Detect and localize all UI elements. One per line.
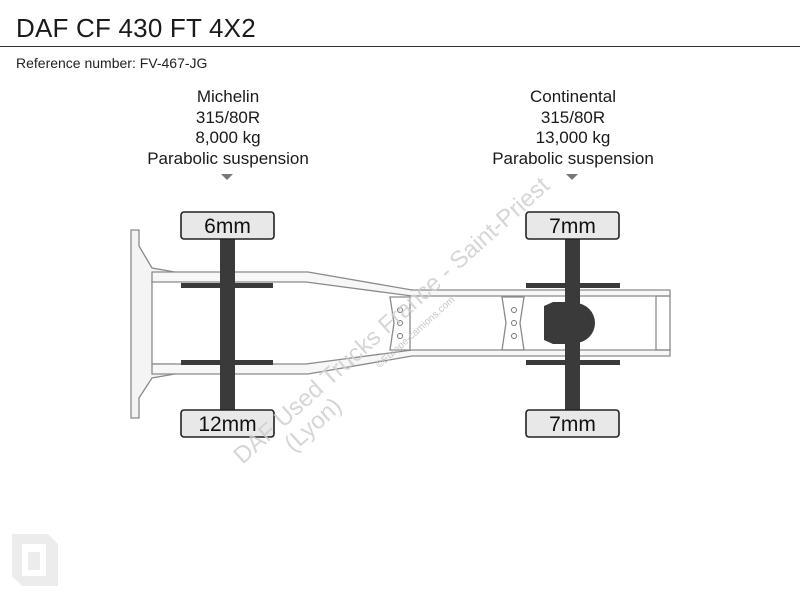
front-spring-bottom: [181, 360, 273, 365]
front-spring-top: [181, 283, 273, 288]
reference-number: Reference number: FV-467-JG: [16, 55, 208, 71]
watermark: DAF Used Trucks France - Saint-Priest (L…: [228, 172, 555, 470]
tread-boxes: 6mm 12mm 7mm 7mm: [180, 211, 620, 438]
front-axle-brand: Michelin: [196, 87, 260, 106]
rear-spring-top: [526, 283, 620, 288]
rear-axle-info: Continental 315/80R 13,000 kg Parabolic …: [453, 87, 693, 169]
watermark-logo-icon: [12, 534, 58, 586]
rear-axle-load: 13,000 kg: [535, 128, 611, 147]
title-divider: [0, 46, 800, 47]
front-top-tread-label: 6mm: [204, 215, 251, 238]
rear-axle-suspension: Parabolic suspension: [492, 148, 654, 168]
rear-spring-bottom: [526, 360, 620, 365]
rear-bottom-tread-label: 7mm: [549, 413, 596, 436]
cross-member-holes: [397, 307, 517, 339]
front-axle-pointer-icon: [221, 174, 233, 180]
rear-top-tread-label: 7mm: [549, 215, 596, 238]
rear-axle-brand: Continental: [529, 87, 616, 106]
front-axle-beam: [220, 238, 235, 410]
front-top-tread: 6mm: [180, 211, 275, 240]
front-bottom-tread-label: 12mm: [198, 413, 256, 436]
front-axle: [181, 238, 273, 410]
page-title: DAF CF 430 FT 4X2: [16, 13, 256, 43]
front-axle-tyre-size: 315/80R: [195, 107, 261, 127]
front-bumper: [130, 229, 176, 419]
chassis-frame: [151, 271, 671, 375]
rear-axle-pointer-icon: [566, 174, 578, 180]
front-axle-suspension: Parabolic suspension: [147, 148, 309, 168]
front-bottom-tread: 12mm: [180, 409, 275, 438]
differential-icon: [555, 303, 595, 343]
rear-top-tread: 7mm: [525, 211, 620, 240]
rear-axle-tyre-size: 315/80R: [540, 107, 606, 127]
front-axle-info: Michelin 315/80R 8,000 kg Parabolic susp…: [108, 87, 348, 169]
rear-bottom-tread: 7mm: [525, 409, 620, 438]
rear-axle: [526, 238, 620, 410]
front-axle-load: 8,000 kg: [195, 128, 261, 147]
